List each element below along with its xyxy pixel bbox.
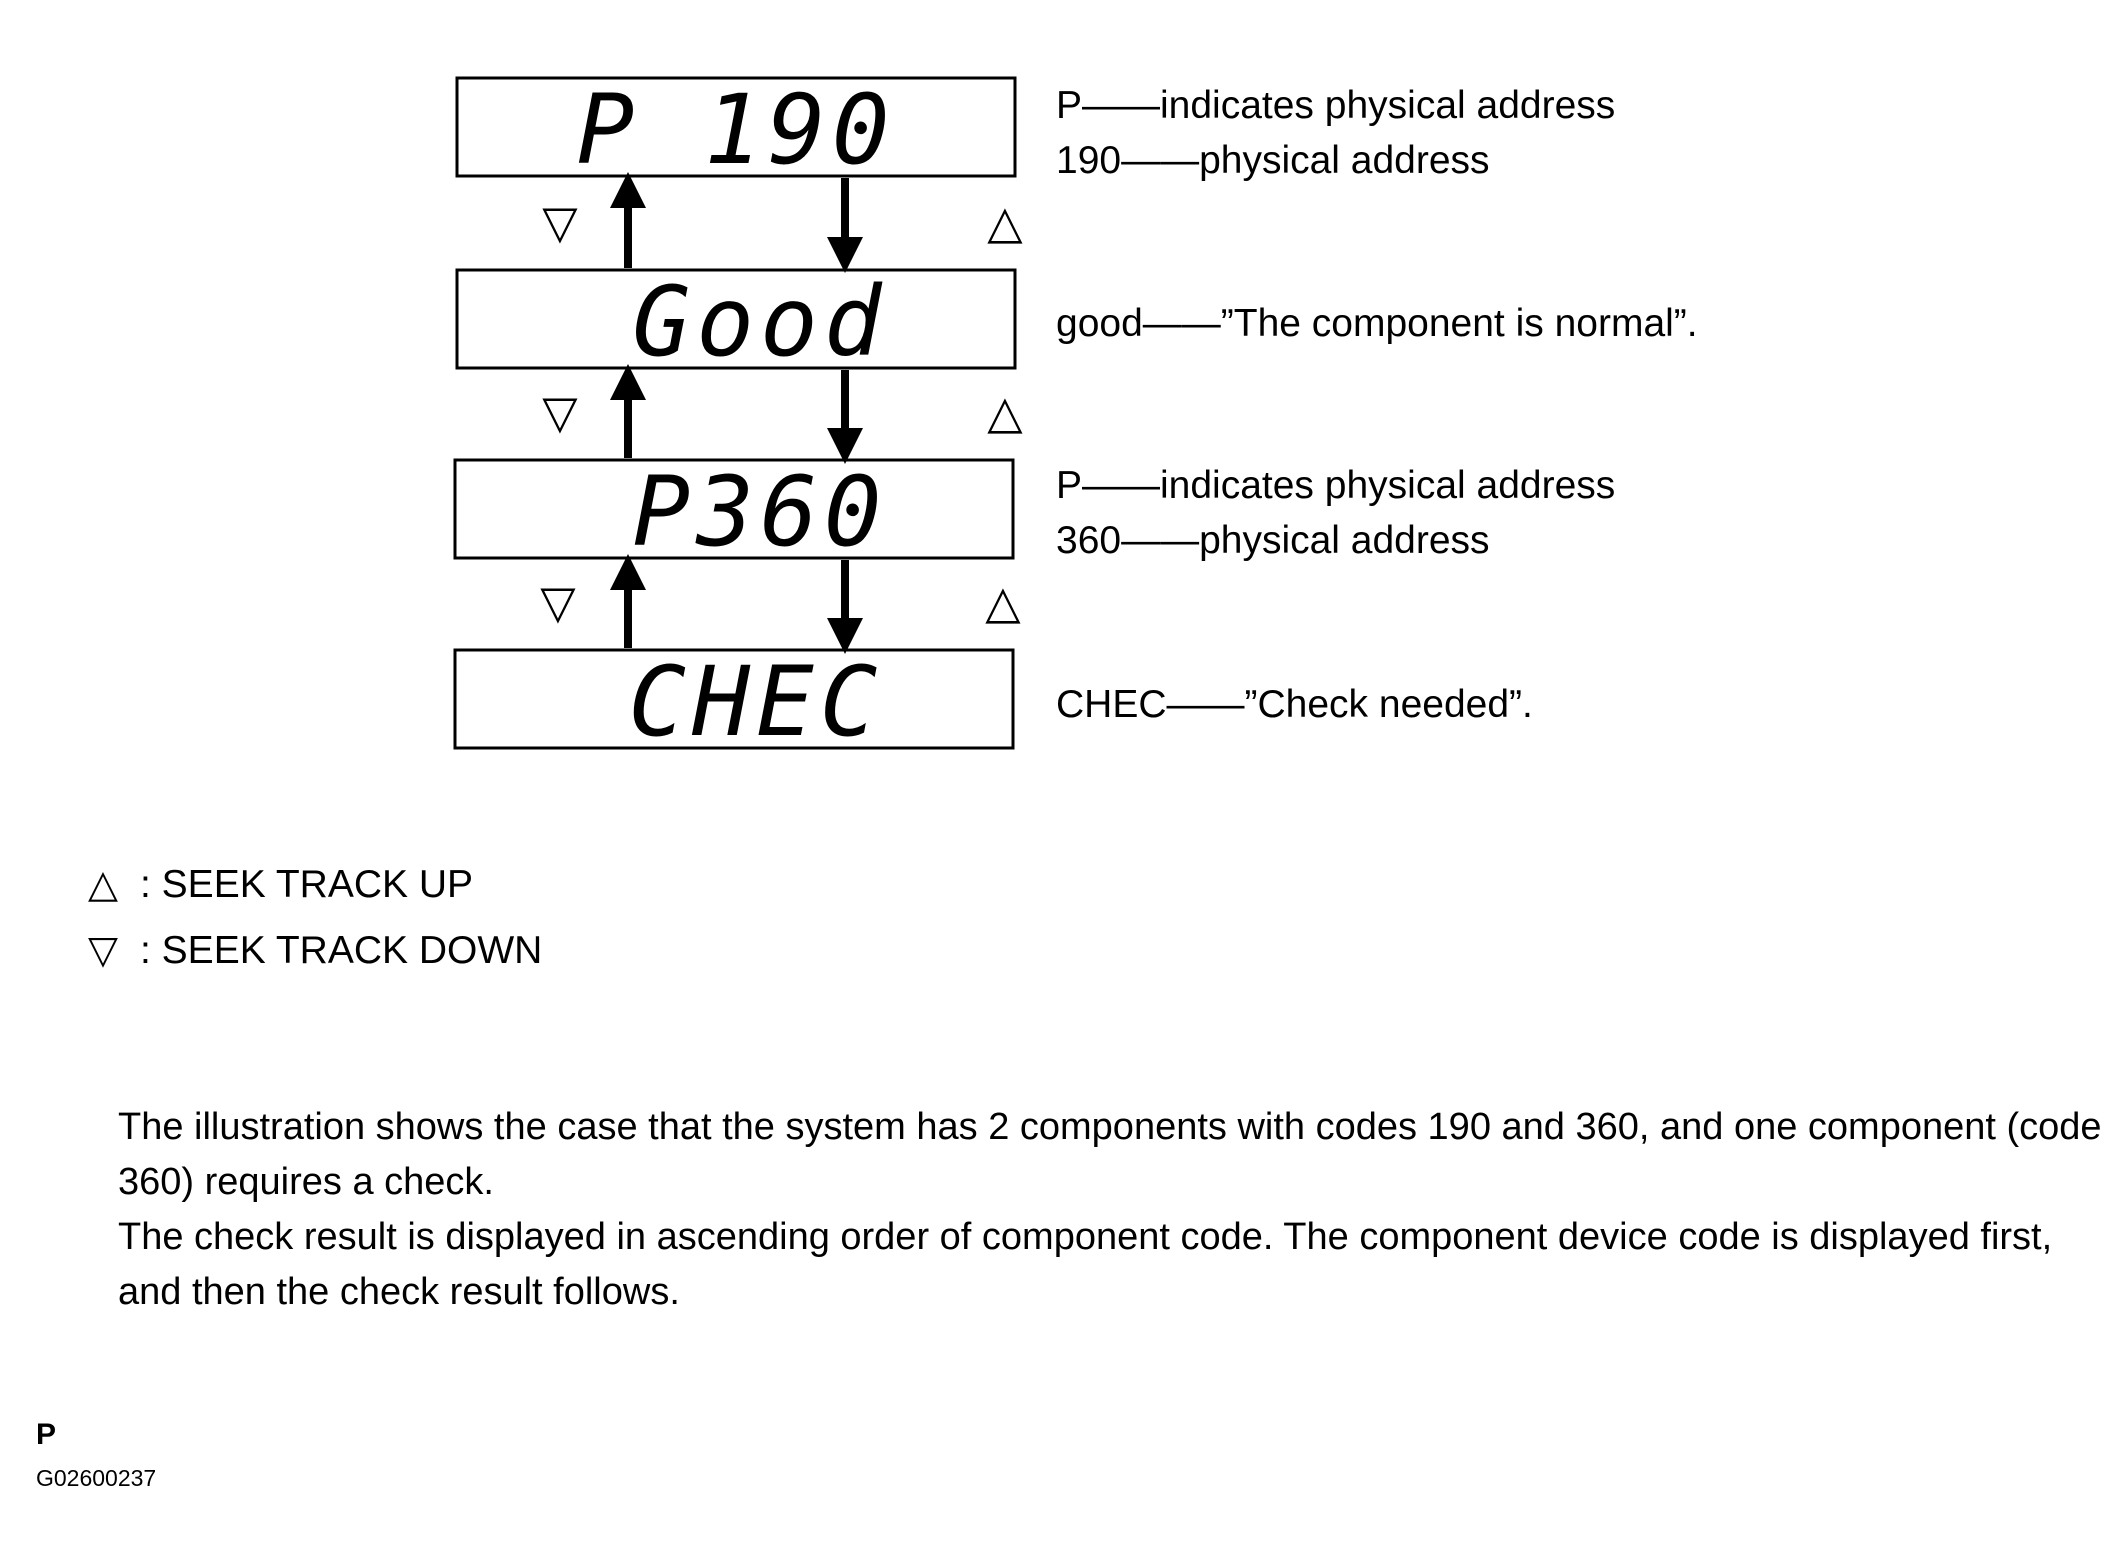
description-line: good——”The component is normal”. [1056,302,1698,345]
seek-up-triangle-icon: △ [985,575,1021,629]
seek-down-triangle-icon: ▽ [542,195,578,249]
display-box-2: Good [455,266,1017,378]
seek-up-triangle-icon: △ [88,863,118,906]
connector-1-2: ▽ △ [542,172,1023,273]
description-2: good——”The component is normal”. [1056,296,1698,351]
display-box-3: P360 [453,456,1015,568]
display-text: P360 [632,456,887,568]
description-line: 190——physical address [1056,139,1490,182]
description-3: P——indicates physical address 360——physi… [1056,458,1615,568]
description-line: 360——physical address [1056,519,1490,562]
explanation-text: The illustration shows the case that the… [118,1100,2118,1320]
explanation-paragraph: The check result is displayed in ascendi… [118,1216,2053,1313]
explanation-paragraph: The illustration shows the case that the… [118,1106,2102,1203]
seek-down-triangle-icon: ▽ [88,929,118,972]
connector-2-3: ▽ △ [542,364,1023,464]
footer-code: P [36,1418,57,1451]
figure-id: G02600237 [36,1465,157,1491]
display-box-1: P 190 [455,74,1017,186]
display-sequence-diagram: P 190 Good P360 CHEC ▽ △ ▽ △ ▽ △ [453,74,1023,758]
seek-down-triangle-icon: ▽ [542,385,578,439]
description-line: CHEC——”Check needed”. [1056,683,1533,726]
display-box-4: CHEC [453,646,1015,758]
seek-up-triangle-icon: △ [987,385,1023,439]
description-line: P——indicates physical address [1056,464,1616,507]
legend-label: : SEEK TRACK UP [140,863,474,906]
description-4: CHEC——”Check needed”. [1056,677,1533,732]
seek-up-triangle-icon: △ [987,195,1023,249]
legend-seek-up: △ : SEEK TRACK UP [88,862,473,907]
description-line: P——indicates physical address [1056,84,1616,127]
display-text: P 190 [577,74,896,186]
connector-3-4: ▽ △ [540,554,1021,654]
legend-seek-down: ▽ : SEEK TRACK DOWN [88,928,542,973]
display-text: Good [632,266,887,378]
seek-down-triangle-icon: ▽ [540,575,576,629]
legend-label: : SEEK TRACK DOWN [140,929,543,972]
display-text: CHEC [628,646,883,758]
description-1: P——indicates physical address 190——physi… [1056,78,1615,188]
